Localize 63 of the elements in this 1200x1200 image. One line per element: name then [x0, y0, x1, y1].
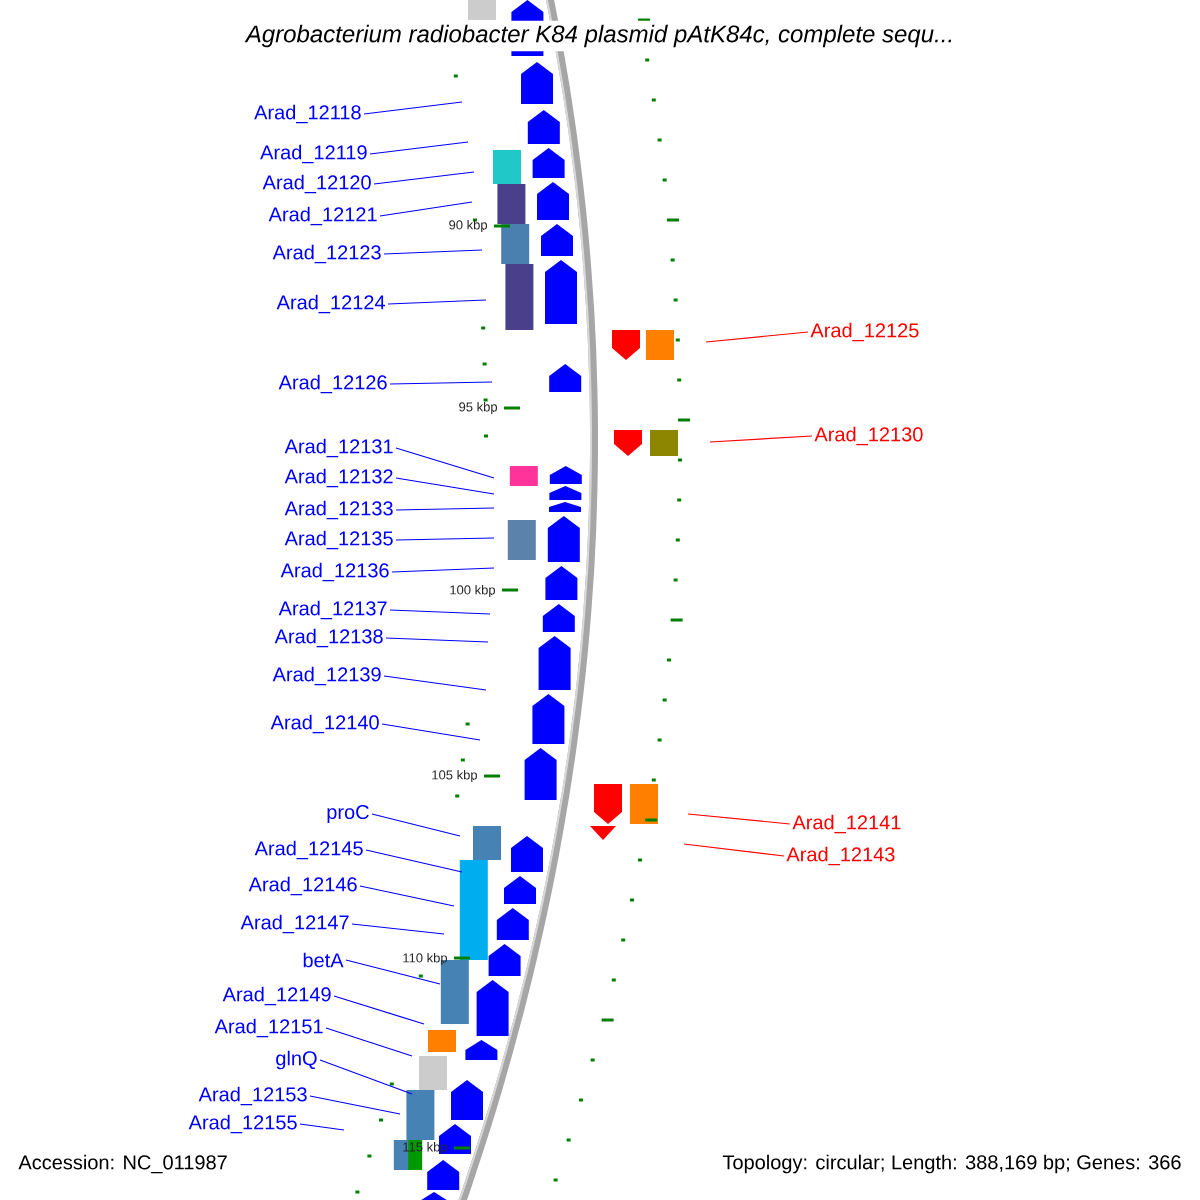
gene-label: Arad_12120	[262, 174, 371, 194]
leader-line	[383, 249, 483, 255]
leader-line	[387, 299, 487, 305]
leader-line	[389, 381, 493, 385]
leader-line	[365, 849, 463, 873]
gene-label: Arad_12124	[276, 294, 385, 314]
leader-line	[389, 609, 491, 615]
gene-label: Arad_12135	[284, 530, 393, 550]
gene-label: Arad_12123	[272, 244, 381, 264]
gene-label: Arad_12130	[814, 426, 923, 446]
gene-label: Arad_12132	[284, 468, 393, 488]
leader-line	[369, 141, 469, 155]
gene-label: Arad_12136	[280, 562, 389, 582]
leader-line	[299, 1123, 345, 1131]
gene-label: Arad_12143	[786, 846, 895, 866]
leader-line	[705, 331, 809, 343]
leader-line	[385, 637, 489, 643]
gene-label: Arad_12119	[260, 144, 367, 164]
leader-line	[319, 1059, 413, 1095]
leader-line	[395, 537, 495, 541]
leader-line	[395, 477, 495, 495]
leader-line	[373, 171, 475, 185]
leader-line	[309, 1095, 401, 1115]
gene-label: glnQ	[276, 1050, 317, 1070]
gene-label: Arad_12138	[274, 628, 383, 648]
gene-label: Arad_12141	[792, 814, 901, 834]
leader-line	[395, 507, 495, 511]
gene-label: Arad_12153	[198, 1086, 307, 1106]
leader-line	[359, 885, 455, 907]
leader-line	[351, 923, 445, 935]
summary-text: Topology: circular; Length: 388,169 bp; Genes: 366	[722, 1154, 1181, 1174]
gene-label: Arad_12151	[214, 1018, 323, 1038]
gene-label: Arad_12126	[278, 374, 387, 394]
gene-label: Arad_12139	[272, 666, 381, 686]
gene-label: Arad_12145	[254, 840, 363, 860]
gene-label: Arad_12149	[222, 986, 331, 1006]
gene-label: Arad_12125	[810, 322, 919, 342]
leader-line	[325, 1027, 413, 1057]
gene-label: Arad_12155	[188, 1114, 297, 1134]
leader-line	[709, 435, 813, 443]
gene-label: Arad_12140	[270, 714, 379, 734]
leader-line	[363, 101, 463, 115]
gene-label: betA	[303, 952, 344, 968]
leader-line	[395, 447, 495, 479]
title: Agrobacterium radiobacter K84 plasmid pAtK84c, complete sequ...	[241, 20, 959, 52]
gene-label: Arad_12146	[248, 876, 357, 896]
gene-label: proC	[327, 804, 369, 824]
leader-line	[371, 813, 461, 837]
gene-label: Arad_12118	[254, 104, 361, 124]
leader-line	[383, 675, 487, 691]
gene-label: Arad_12137	[278, 600, 387, 620]
leader-line	[379, 201, 473, 217]
leader-line	[683, 843, 785, 857]
leader-line	[687, 813, 791, 825]
gene-label: Arad_12131	[284, 438, 393, 458]
leader-line	[391, 567, 495, 573]
leader-line	[381, 723, 481, 741]
accession-text: Accession: NC_011987	[18, 1154, 227, 1174]
gene-label: Arad_12121	[268, 206, 377, 226]
gene-label: Arad_12133	[284, 500, 393, 520]
leader-line	[345, 959, 441, 985]
leader-line	[333, 995, 425, 1025]
gene-label: Arad_12147	[240, 914, 349, 934]
